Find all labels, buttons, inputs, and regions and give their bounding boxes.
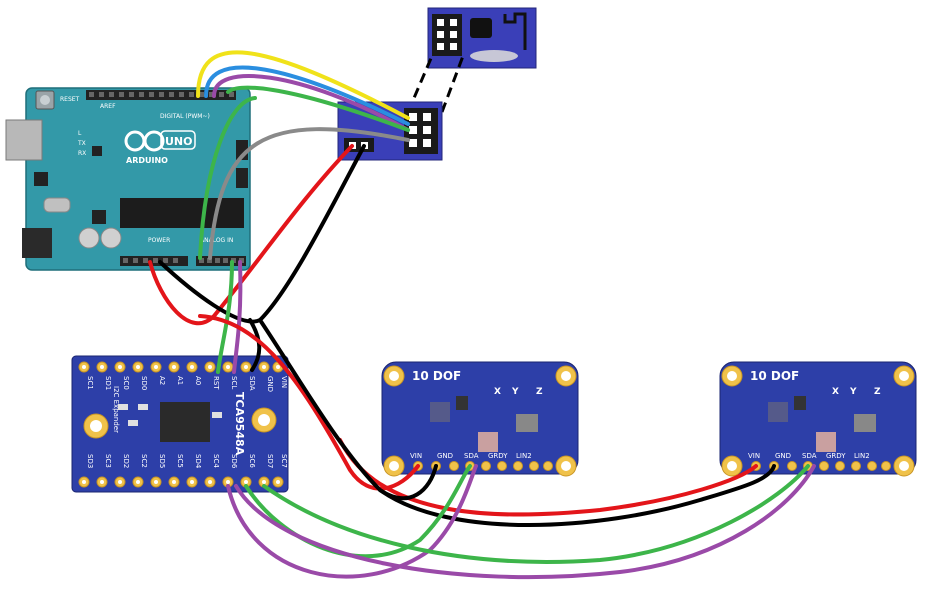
sensor-2-pin-label: LIN1 (844, 474, 860, 482)
mux-pin-label: SC4 (212, 454, 220, 468)
mux-pin-label: SC3 (104, 454, 112, 468)
usb-port (5, 119, 43, 161)
sensor-1-pin-label: LRDY (530, 474, 549, 482)
analog-label: ANALOG IN (200, 237, 233, 244)
mux-pin-label: SC1 (86, 376, 94, 390)
sensor-1-pin-label: 3Vo (420, 474, 433, 482)
mux-pin-label: A2 (158, 376, 166, 385)
wire-purple-radio (212, 73, 410, 132)
sensor-board-1: 10 DOF X Y Z VIN GND SDA GRDY LIN2 3Vo S… (381, 361, 579, 482)
mux-pin-label: A0 (194, 376, 202, 385)
wire-purple-mux-sda (232, 260, 243, 374)
mux-top-pin-labels: SC1 SD1 SC0 SD0 A2 A1 A0 RST SCL SDA GND… (86, 376, 288, 392)
atmega-chip (120, 198, 244, 228)
mux-pin-label: SC2 (140, 454, 148, 468)
mux-pin-label: GND (266, 376, 274, 392)
sensor-2-pin-label: LIN2 (854, 452, 870, 460)
wire-purple-sensor-2 (234, 464, 816, 580)
dc-jack (22, 228, 52, 258)
wire-black-adapter (158, 144, 366, 324)
arduino-uno-board: RESET AREF DIGITAL (PWM~) UNO ARDUINO L … (5, 87, 251, 271)
sensor-1-pin-label: SDA (464, 452, 479, 460)
mux-pin-label: A1 (176, 376, 184, 385)
wire-green-sensor-1 (244, 464, 472, 559)
sensor-1-pin-label: LIN2 (516, 452, 532, 460)
aref-label: AREF (100, 103, 116, 110)
sensor-1-axis-y: Y (511, 387, 519, 397)
sensor-1-axis-z: Z (536, 387, 543, 397)
mux-pin-label: SD2 (122, 454, 130, 468)
mux-pin-label: SD1 (104, 376, 112, 390)
sensor-1-pin-label: GRDY (488, 452, 508, 460)
sensor-2-axis-x: X (832, 387, 839, 397)
tca9548a-board: SC1 SD1 SC0 SD0 A2 A1 A0 RST SCL SDA GND… (71, 355, 289, 493)
wire-yellow (196, 50, 410, 120)
mux-pin-label: SD3 (86, 454, 94, 468)
sensor-2-axis-y: Y (849, 387, 857, 397)
mux-pin-label: SC5 (176, 454, 184, 468)
arduino-model: UNO (165, 135, 193, 148)
mux-subtitle: I2C Expander (112, 386, 120, 433)
tx-led-label: TX (77, 140, 86, 147)
sensor-1-title: 10 DOF (412, 369, 461, 383)
arduino-logo: UNO ARDUINO (124, 130, 196, 165)
sensor-1-pin-label: SCL (450, 474, 463, 482)
sensor-1-pin-label: GINT (478, 474, 496, 482)
radio-pin-header (432, 14, 462, 56)
sensor-1-pin-label: LIN1 (506, 474, 522, 482)
wire-green-radio (226, 85, 410, 132)
sensor-board-2: 10 DOF X Y Z VIN GND SDA GRDY LIN2 3Vo S… (719, 361, 917, 482)
mux-pin-label: SC7 (280, 454, 288, 468)
sensor-2-pin-label: VIN (748, 452, 760, 460)
digital-label: DIGITAL (PWM~) (160, 113, 210, 120)
mux-pin-label: SDA (248, 376, 256, 391)
wire-blue (204, 65, 410, 126)
mux-title: TCA9548A (233, 392, 246, 456)
analog-header (196, 256, 246, 266)
mux-pin-label: SC6 (248, 454, 256, 468)
wire-red-sensor-1 (198, 314, 420, 491)
sensor-1-axis-x: X (494, 387, 501, 397)
sensor-1-pin-label: VIN (410, 452, 422, 460)
mux-chip (160, 402, 210, 442)
wire-purple-sensor-1 (226, 464, 478, 579)
sensor-2-axis-z: Z (874, 387, 881, 397)
sensor-2-pin-label: LRDY (868, 474, 887, 482)
sensor-2-pin-label: GND (775, 452, 791, 460)
wire-green-sensor-2 (262, 464, 810, 564)
sensor-2-pin-label: GRDY (826, 452, 846, 460)
sensor-2-pin-label: GINT (816, 474, 834, 482)
wire-gray (208, 127, 410, 260)
arduino-brand: ARDUINO (126, 156, 168, 165)
mux-pin-label: SC0 (122, 376, 130, 390)
mux-pin-label: SD4 (194, 454, 202, 469)
mux-pin-label: VIN (280, 376, 288, 388)
l-led-label: L (78, 130, 82, 137)
wire-red-sensor-2 (338, 438, 758, 517)
power-label: POWER (148, 237, 170, 244)
sensor-2-pin-label: SDA (802, 452, 817, 460)
mux-pin-label: SD5 (158, 454, 166, 468)
mux-pin-label: RST (212, 376, 220, 390)
mux-pin-label: SCL (230, 376, 238, 389)
sensor-2-title: 10 DOF (750, 369, 799, 383)
mux-pin-label: SD6 (230, 454, 238, 469)
wires (148, 50, 816, 580)
reset-label: RESET (60, 96, 80, 103)
radio-module (427, 7, 537, 69)
rx-led-label: RX (78, 150, 86, 157)
mux-bottom-pin-labels: SD3 SC3 SD2 SC2 SD5 SC5 SD4 SC4 SD6 SC6 … (86, 454, 288, 469)
mux-pin-label: SD7 (266, 454, 274, 468)
wire-black-mux-gnd (248, 318, 262, 372)
wire-black-sensor-1 (258, 318, 438, 501)
mux-pin-label: SD0 (140, 376, 148, 390)
sensor-1-pin-label: GND (437, 452, 453, 460)
wire-green-analog (198, 96, 257, 260)
